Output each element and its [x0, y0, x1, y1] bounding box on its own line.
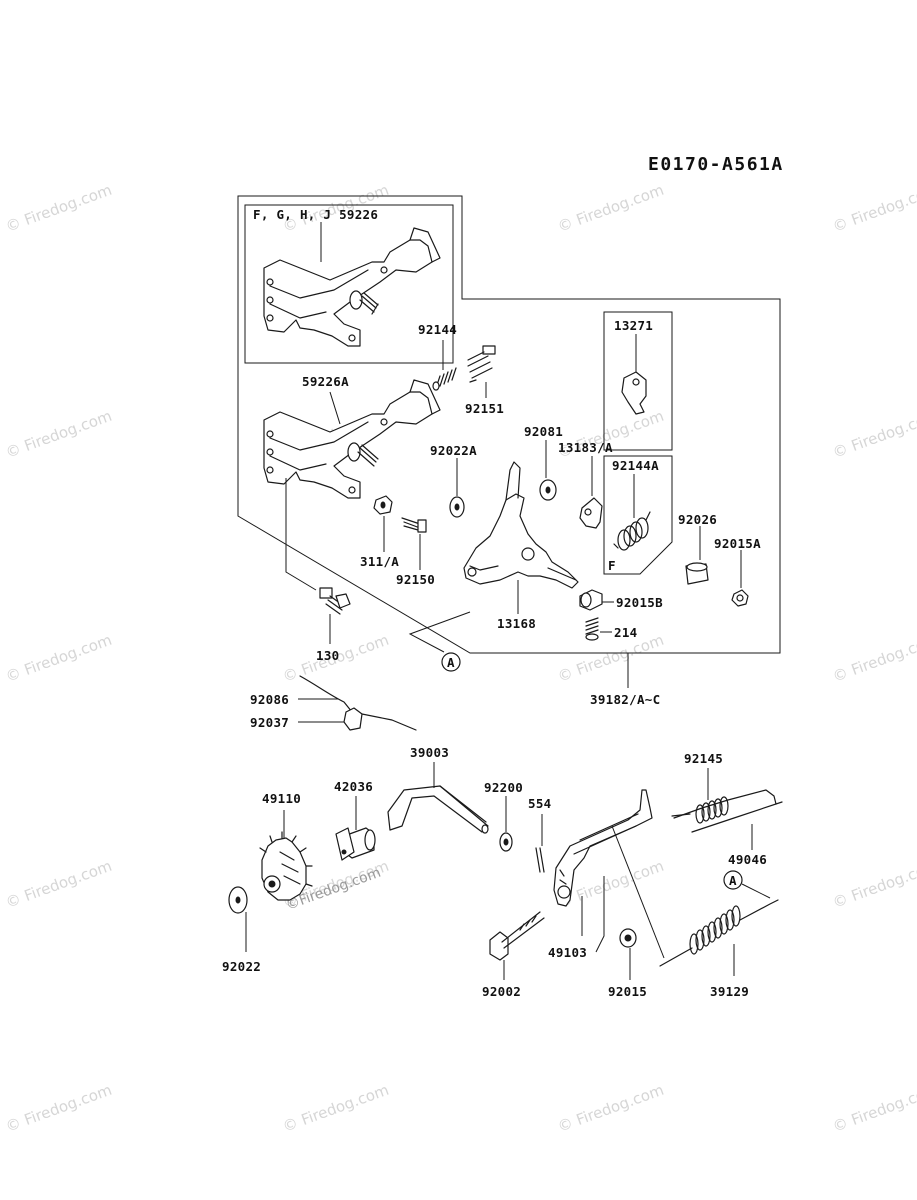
- label-92015a: 92015A: [714, 536, 761, 551]
- leader: [611, 825, 665, 959]
- label-92150: 92150: [396, 572, 435, 587]
- screw-92150: [401, 517, 427, 533]
- washer-92015: [619, 928, 637, 948]
- watermark: © Firedog.com: [555, 181, 666, 236]
- bracket-59226: [263, 227, 441, 347]
- watermark: © Firedog.com: [830, 631, 917, 686]
- label-49103: 49103: [548, 945, 587, 960]
- leader: [741, 883, 771, 899]
- inset-box-13271: [603, 311, 673, 451]
- inset-f-label: F: [608, 558, 616, 573]
- watermark: © Firedog.com: [280, 1081, 391, 1136]
- callout-a: A: [447, 655, 455, 670]
- spring-39129: [659, 899, 779, 967]
- label-92002: 92002: [482, 984, 521, 999]
- washer-92081: [539, 479, 557, 501]
- leader: [595, 876, 605, 953]
- bolt-130: [319, 587, 351, 615]
- label-59226: F, G, H, J 59226: [253, 207, 378, 222]
- lever-13168: [463, 461, 579, 589]
- gear-49110: [259, 831, 313, 901]
- label-92022a: 92022A: [430, 443, 477, 458]
- callout-circle-a: [723, 870, 743, 890]
- watermark: © Firedog.com: [3, 181, 114, 236]
- spring-214: [585, 617, 599, 641]
- callout-a: A: [729, 873, 737, 888]
- watermark: © Firedog.com: [3, 407, 114, 462]
- diagram-code: E0170-A561A: [648, 154, 784, 175]
- label-554: 554: [528, 796, 551, 811]
- label-92145: 92145: [684, 751, 723, 766]
- washer-92200: [499, 832, 513, 852]
- main-frame: [237, 195, 781, 654]
- sleeve-42036: [335, 827, 376, 861]
- pin-554: [535, 847, 545, 873]
- leader: [329, 391, 341, 425]
- label-92086: 92086: [250, 692, 289, 707]
- label-49046: 49046: [728, 852, 767, 867]
- collar-92026: [685, 562, 709, 585]
- watermark: © Firedog.com: [555, 1081, 666, 1136]
- label-92144: 92144: [418, 322, 457, 337]
- plate-13183a: [579, 497, 603, 529]
- watermark: © Firedog.com: [3, 1081, 114, 1136]
- watermark: © Firedog.com: [555, 631, 666, 686]
- watermark: © Firedog.com: [830, 181, 917, 236]
- label-39129: 39129: [710, 984, 749, 999]
- arm-49103: [553, 789, 653, 907]
- label-59226a: 59226A: [302, 374, 349, 389]
- label-13168: 13168: [497, 616, 536, 631]
- label-13271: 13271: [614, 318, 653, 333]
- label-92015b: 92015B: [616, 595, 663, 610]
- inset-box-fghj: [244, 204, 454, 364]
- leader: [285, 478, 317, 591]
- label-92026: 92026: [678, 512, 717, 527]
- watermark: © Firedog.com: [830, 857, 917, 912]
- label-92037: 92037: [250, 715, 289, 730]
- collar-92015b: [579, 589, 603, 611]
- label-42036: 42036: [334, 779, 373, 794]
- watermark: © Firedog.com: [3, 631, 114, 686]
- label-49110: 49110: [262, 791, 301, 806]
- label-214: 214: [614, 625, 637, 640]
- label-92200: 92200: [484, 780, 523, 795]
- washer-92022a: [449, 496, 465, 518]
- leader: [408, 611, 471, 653]
- nut-92015a: [731, 589, 749, 607]
- inset-box-f: [603, 455, 673, 575]
- nut-311a: [373, 495, 393, 515]
- label-92081: 92081: [524, 424, 563, 439]
- plate-13271: [621, 371, 647, 415]
- spring-92144: [432, 367, 457, 391]
- label-92144a: 92144A: [612, 458, 659, 473]
- label-39003: 39003: [410, 745, 449, 760]
- spring-92144a: [613, 511, 651, 551]
- spring-92145: [671, 789, 783, 833]
- watermark: © Firedog.com: [830, 407, 917, 462]
- label-13183a: 13183/A: [558, 440, 613, 455]
- label-130: 130: [316, 648, 339, 663]
- callout-circle-a: [441, 652, 461, 672]
- bolt-92002: [489, 911, 545, 961]
- watermark: © Firedog.com: [3, 857, 114, 912]
- label-92151: 92151: [465, 401, 504, 416]
- washer-92022: [228, 886, 248, 914]
- label-92022: 92022: [222, 959, 261, 974]
- shaft-39003: [387, 785, 489, 834]
- label-92015: 92015: [608, 984, 647, 999]
- bolt-92151: [467, 345, 496, 383]
- label-39182: 39182/A~C: [590, 692, 660, 707]
- watermark: © Firedog.com: [830, 1081, 917, 1136]
- label-311a: 311/A: [360, 554, 399, 569]
- bracket-59226a: [263, 379, 441, 499]
